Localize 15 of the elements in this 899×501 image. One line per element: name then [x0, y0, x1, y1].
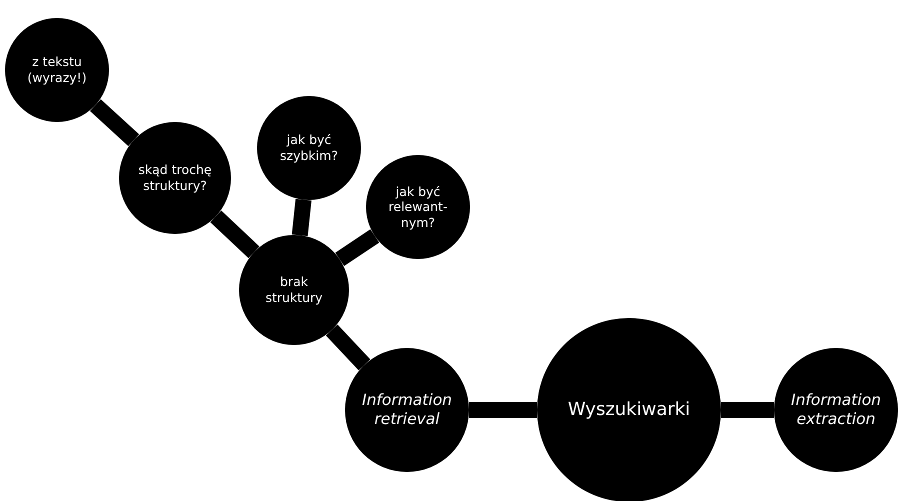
topic-label: jak być szybkim?: [279, 132, 339, 164]
topic-label: Information extraction: [790, 390, 882, 430]
connector: [326, 324, 370, 370]
connector: [90, 99, 140, 146]
topic-label: skąd trochę struktury?: [137, 162, 213, 194]
connector: [721, 402, 774, 418]
connector: [292, 198, 312, 236]
connector: [210, 210, 260, 258]
topic-label: Wyszukiwarki: [568, 398, 690, 422]
topic-label: z tekstu (wyrazy!): [26, 54, 88, 86]
topic-label: brak struktury: [264, 274, 324, 306]
connector: [335, 229, 380, 266]
connector: [469, 402, 537, 418]
topic-label: jak być relewant- nym?: [388, 184, 448, 230]
topic-label: Information retrieval: [361, 390, 453, 430]
